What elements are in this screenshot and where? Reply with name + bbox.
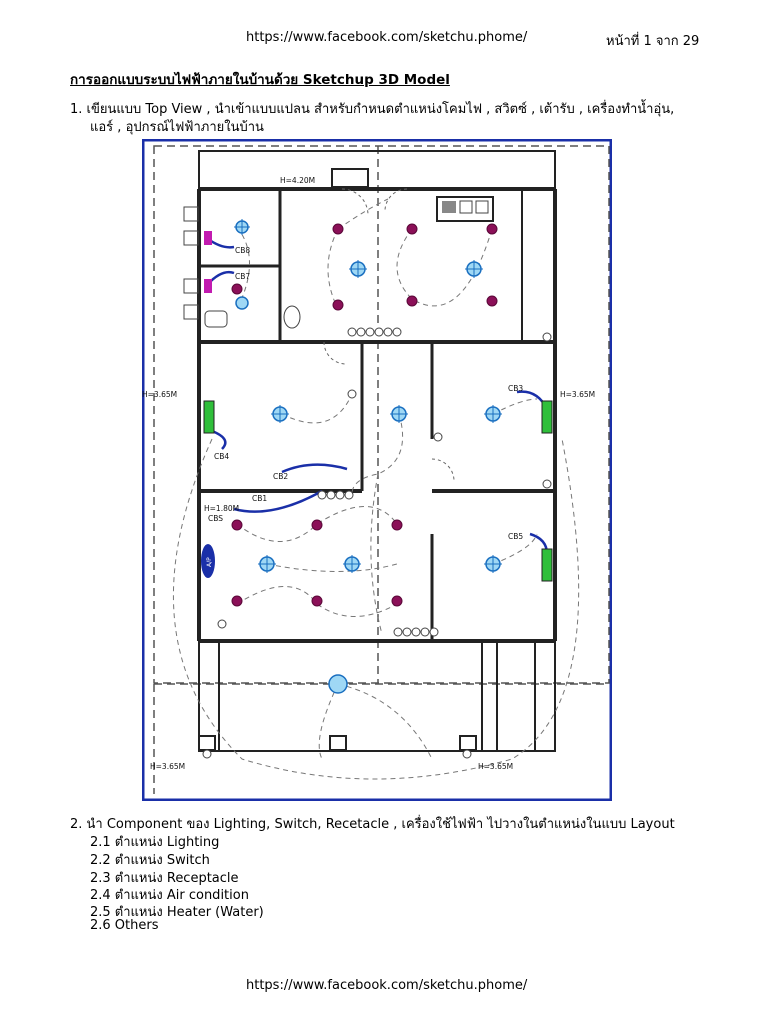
switch-icon: [402, 627, 412, 637]
header-page-number: หน้าที่ 1 จาก 29: [606, 34, 700, 49]
socket-icon: [486, 295, 498, 307]
height-label-top: H=4.20M: [280, 176, 315, 185]
switch-icon: [356, 327, 366, 337]
document-title: การออกแบบระบบไฟฟ้าภายในบ้านด้วย Sketchup…: [70, 72, 450, 88]
switch-icon: [317, 490, 327, 500]
wash-basin-icon: [183, 304, 199, 320]
switch-icon: [383, 327, 393, 337]
switch-icon: [326, 490, 336, 500]
socket-icon: [391, 595, 403, 607]
air-conditioner-icon: [541, 548, 553, 582]
switch-icon: [393, 627, 403, 637]
switch-icon: [462, 749, 472, 759]
downlights: [234, 219, 502, 694]
stove-icon: [459, 200, 473, 214]
socket-icon: [406, 295, 418, 307]
switch-icon: [542, 479, 552, 489]
step-2-item: 2.5 ตำแหน่ง Heater (Water): [90, 905, 264, 920]
breaker-label-cb3: CB3: [508, 384, 523, 393]
breaker-label-cb7: CB7: [235, 272, 250, 281]
footer-url: https://www.facebook.com/sketchu.phome/: [246, 978, 528, 993]
wash-basin-icon: [183, 230, 199, 246]
step-2-item: 2.1 ตำแหน่ง Lighting: [90, 835, 220, 850]
switch-icon: [347, 389, 357, 399]
equipment: [183, 200, 553, 582]
height-label-bottom-left: H=3.65M: [150, 762, 185, 771]
socket-icon: [231, 283, 243, 295]
downlight-icon: [328, 674, 348, 694]
switch-icon: [347, 327, 357, 337]
switch-icon: [217, 619, 227, 629]
switch-icon: [365, 327, 375, 337]
switch-icon: [335, 490, 345, 500]
height-label-left: H=3.65M: [142, 390, 177, 399]
socket-icon: [311, 519, 323, 531]
breaker-label-cb1: CB1: [252, 494, 267, 503]
socket-icon: [406, 223, 418, 235]
switch-icon: [344, 490, 354, 500]
breaker-label-cb4: CB4: [214, 452, 229, 461]
sockets: [231, 223, 498, 607]
switch-icon: [392, 327, 402, 337]
plan-frame: [142, 139, 612, 801]
height-label-mid: H=1.80M: [204, 504, 239, 513]
breaker-label-cb5: CB5: [508, 532, 523, 541]
switch-icon: [542, 332, 552, 342]
step-2-item: 2.4 ตำแหน่ง Air condition: [90, 888, 249, 903]
aircon-label: A/P: [206, 557, 213, 567]
air-conditioner-icon: [203, 400, 215, 434]
air-conditioner-icon: [541, 400, 553, 434]
toilet-icon: [283, 305, 301, 329]
air-conditioner-icon: [201, 544, 215, 578]
socket-icon: [332, 223, 344, 235]
wash-basin-icon: [183, 206, 199, 222]
stove-icon: [442, 201, 456, 213]
property-boundary: [153, 145, 610, 794]
step-1-line-1: 1. เขียนแบบ Top View , นำเข้าแบบแปลน สำห…: [70, 102, 675, 117]
socket-icon: [231, 519, 243, 531]
breaker-label-cb8: CB8: [235, 246, 250, 255]
switch-icon: [429, 627, 439, 637]
step-2-item: 2.6 Others: [90, 918, 159, 933]
stove-icon: [475, 200, 489, 214]
height-label-right: H=3.65M: [560, 390, 595, 399]
socket-icon: [486, 223, 498, 235]
switch-groups: [202, 327, 552, 759]
switch-icon: [433, 432, 443, 442]
downlight-icon: [235, 296, 249, 310]
header-url: https://www.facebook.com/sketchu.phome/: [246, 30, 528, 45]
switch-icon: [374, 327, 384, 337]
socket-icon: [332, 299, 344, 311]
socket-icon: [231, 595, 243, 607]
step-2: 2. นำ Component ของ Lighting, Switch, Re…: [70, 817, 675, 832]
switch-icon: [420, 627, 430, 637]
breaker-label-cb2: CB2: [273, 472, 288, 481]
step-1: 1. เขียนแบบ Top View , นำเข้าแบบแปลน สำห…: [70, 101, 710, 137]
socket-icon: [311, 595, 323, 607]
wash-basin-icon: [183, 278, 199, 294]
electrical-floor-plan: H=4.20M H=3.65M H=3.65M H=1.80M H=3.65M …: [142, 139, 612, 801]
water-heater-icon: [204, 279, 212, 293]
socket-icon: [391, 519, 403, 531]
water-heater-icon: [204, 231, 212, 245]
height-label-bottom-right: H=3.65M: [478, 762, 513, 771]
step-1-line-2: แอร์ , อุปกรณ์ไฟฟ้าภายในบ้าน: [90, 120, 264, 135]
breaker-label-cbs: CBS: [208, 514, 223, 523]
step-2-item: 2.2 ตำแหน่ง Switch: [90, 853, 210, 868]
building-walls: [197, 150, 557, 752]
toilet-icon: [204, 310, 228, 328]
switch-icon: [202, 749, 212, 759]
switch-icon: [411, 627, 421, 637]
doors: [323, 188, 455, 482]
step-2-item: 2.3 ตำแหน่ง Receptacle: [90, 871, 239, 886]
